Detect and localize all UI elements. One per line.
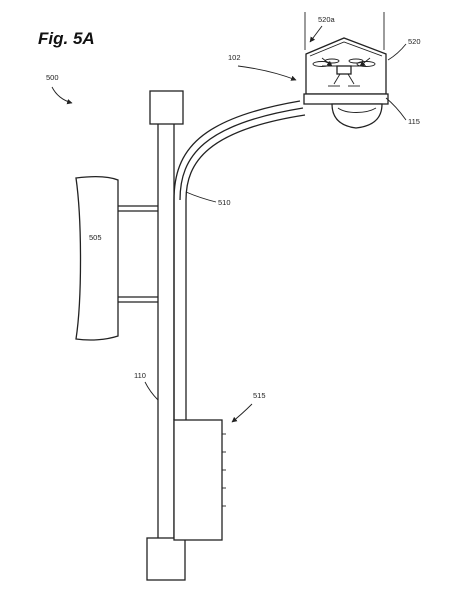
label-102: 102 [228, 53, 241, 62]
panel-505 [75, 176, 158, 341]
pole-top-cap [149, 90, 184, 125]
figure-title: Fig. 5A [38, 29, 95, 48]
label-520a: 520a [318, 15, 336, 24]
leader-520 [387, 43, 407, 61]
leader-110 [144, 381, 159, 401]
label-510: 510 [218, 198, 231, 207]
label-110: 110 [134, 371, 146, 380]
label-520: 520 [408, 37, 421, 46]
leader-115 [385, 97, 407, 121]
arrow-102 [237, 65, 297, 81]
pole-arm [173, 100, 306, 420]
arrow-500 [51, 86, 73, 105]
label-515: 515 [253, 391, 266, 400]
label-500: 500 [46, 73, 59, 82]
arrow-515 [231, 403, 253, 423]
leader-510 [185, 191, 217, 203]
label-505: 505 [89, 233, 102, 242]
label-115: 115 [408, 117, 420, 126]
light-115 [331, 103, 383, 129]
control-box-515 [173, 419, 226, 541]
arrow-520a [309, 25, 323, 43]
drone-housing-520 [303, 37, 389, 105]
pole-base [146, 537, 186, 581]
pole [157, 124, 175, 540]
